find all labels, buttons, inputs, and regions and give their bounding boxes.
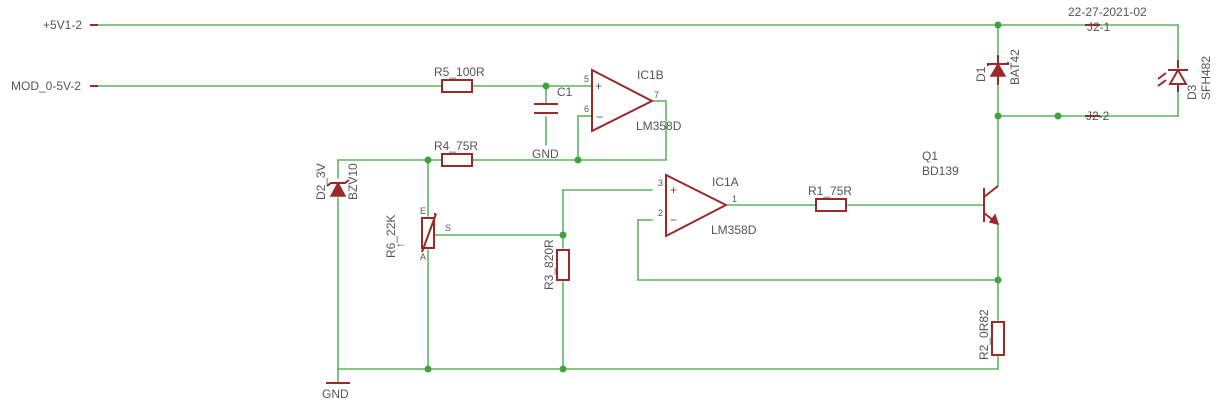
svg-text:C1: C1 — [557, 85, 573, 99]
svg-text:A: A — [420, 252, 426, 262]
svg-text:BZV10: BZV10 — [346, 163, 360, 200]
wires — [97, 24, 1179, 384]
connector-j2-1[interactable]: J2-1 — [1085, 20, 1111, 34]
svg-text:+: + — [595, 79, 602, 93]
junction-dot — [424, 156, 432, 164]
junctions — [424, 21, 1062, 373]
connector-j2-2[interactable]: J2-2 — [1085, 109, 1110, 123]
svg-text:2: 2 — [658, 208, 663, 218]
resistor-r5[interactable]: R5_100R — [434, 65, 485, 93]
svg-text:−: − — [670, 213, 677, 227]
svg-text:↑: ↑ — [393, 242, 407, 248]
svg-text:+: + — [670, 183, 677, 197]
svg-text:E: E — [420, 206, 426, 216]
junction-dot — [542, 82, 550, 90]
svg-text:R5_100R: R5_100R — [434, 65, 485, 79]
svg-text:R6_22K: R6_22K — [384, 215, 398, 258]
opamp-ic1a[interactable]: + − 3 2 1 IC1A LM358D — [658, 173, 757, 238]
junction-dot — [1054, 112, 1062, 120]
schottky-diode-d1[interactable]: D1 BAT42 — [974, 49, 1022, 85]
svg-text:−: − — [596, 110, 603, 124]
junction-dot — [994, 21, 1002, 29]
svg-text:IC1B: IC1B — [637, 68, 664, 82]
svg-text:J2-1: J2-1 — [1087, 20, 1111, 34]
junction-dot — [574, 156, 582, 164]
svg-text:Q1: Q1 — [922, 149, 938, 163]
svg-text:IC1A: IC1A — [712, 175, 739, 189]
zener-diode-d2[interactable]: D2_3V BZV10 — [314, 163, 360, 200]
svg-text:S: S — [445, 223, 451, 233]
led-d3[interactable]: D3 SFH482 — [1157, 56, 1213, 100]
svg-text:R3_820R: R3_820R — [542, 239, 556, 290]
svg-text:3: 3 — [658, 178, 663, 188]
svg-text:J2-2: J2-2 — [1086, 109, 1110, 123]
svg-text:LM358D: LM358D — [636, 119, 682, 133]
svg-text:+5V1-2: +5V1-2 — [43, 18, 82, 32]
potentiometer-r6[interactable]: E A S ↑ R6_22K — [384, 206, 451, 262]
svg-text:D1: D1 — [974, 66, 988, 82]
svg-text:D3: D3 — [1185, 84, 1199, 100]
svg-text:5: 5 — [584, 74, 589, 84]
capacitor-c1[interactable]: C1 GND — [532, 85, 573, 161]
gnd-label-c1: GND — [532, 147, 559, 161]
svg-text:GND: GND — [322, 387, 349, 401]
svg-text:BAT42: BAT42 — [1008, 49, 1022, 85]
junction-dot — [559, 231, 567, 239]
resistor-r4[interactable]: R4_75R — [434, 139, 478, 167]
svg-text:MOD_0-5V-2: MOD_0-5V-2 — [11, 79, 81, 93]
net-label-mod[interactable]: MOD_0-5V-2 — [11, 79, 98, 93]
svg-text:R4_75R: R4_75R — [434, 139, 478, 153]
junction-dot — [424, 365, 432, 373]
resistor-r1[interactable]: R1_75R — [808, 184, 852, 212]
svg-text:R1_75R: R1_75R — [808, 184, 852, 198]
svg-text:SFH482: SFH482 — [1199, 56, 1213, 100]
net-label-vcc[interactable]: +5V1-2 — [43, 18, 98, 32]
transistor-q1[interactable]: Q1 BD139 — [922, 149, 1000, 226]
resistor-r2[interactable]: R2_0R82 — [977, 309, 1005, 360]
svg-text:BD139: BD139 — [922, 164, 959, 178]
svg-text:6: 6 — [584, 104, 589, 114]
date-stamp: 22-27-2021-02 — [1068, 5, 1147, 19]
svg-text:R2_0R82: R2_0R82 — [977, 309, 991, 360]
opamp-ic1b[interactable]: + − 5 6 7 IC1B LM358D — [584, 68, 682, 133]
resistor-r3[interactable]: R3_820R — [542, 239, 570, 290]
gnd-symbol-main: GND — [322, 382, 350, 401]
junction-dot — [559, 365, 567, 373]
junction-dot — [994, 112, 1002, 120]
svg-text:LM358D: LM358D — [711, 223, 757, 237]
svg-text:D2_3V: D2_3V — [314, 163, 328, 200]
svg-text:1: 1 — [732, 194, 737, 204]
junction-dot — [994, 276, 1002, 284]
svg-text:7: 7 — [654, 90, 659, 100]
